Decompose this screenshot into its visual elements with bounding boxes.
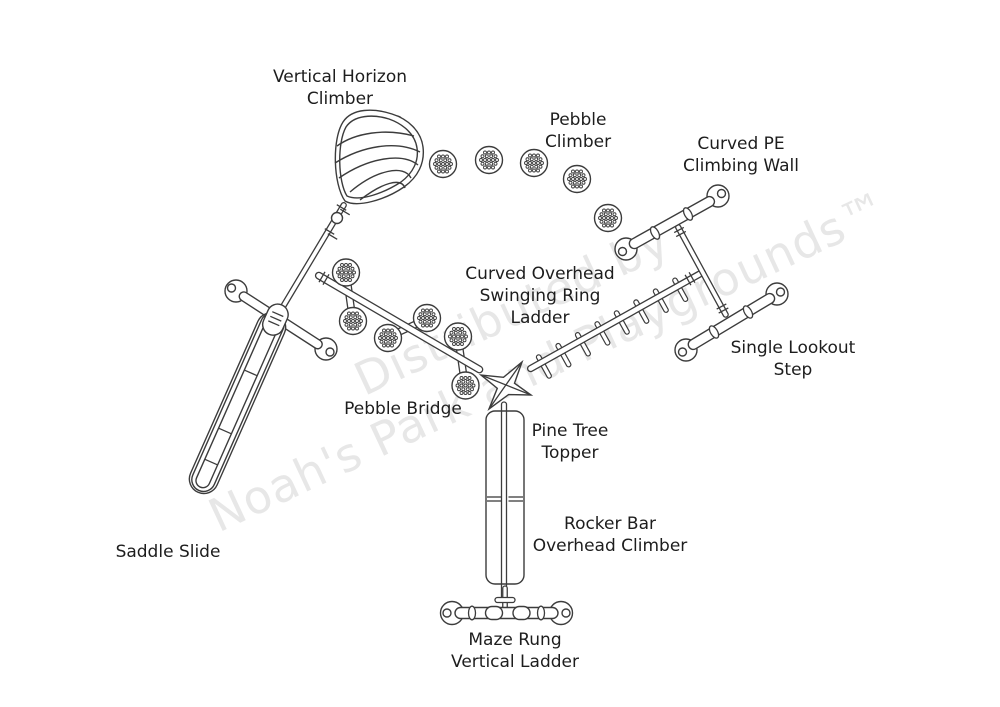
rocker-bar-climber-drawing: [485, 410, 525, 585]
label-pebble-bridge: Pebble Bridge: [344, 399, 462, 419]
label-rocker-bar-overhead-climber: Rocker Bar Overhead Climber: [532, 514, 688, 556]
pebble-climber-drawing: [428, 145, 623, 233]
single-lookout-step-drawing: [674, 282, 789, 362]
ring-ladder-drawing: [526, 268, 706, 379]
pe-climbing-wall-drawing: [614, 184, 730, 318]
label-vertical-horizon-climber: Vertical Horizon Climber: [272, 67, 408, 109]
label-pine-tree-topper: Pine Tree Topper: [531, 421, 609, 463]
pine-tree-topper-drawing: [478, 359, 534, 602]
label-pebble-climber: Pebble Climber: [544, 110, 612, 152]
label-single-lookout-step: Single Lookout Step: [730, 338, 856, 380]
label-curved-pe-climbing-wall: Curved PE Climbing Wall: [683, 134, 799, 176]
maze-rung-ladder-drawing: [439, 585, 574, 626]
pebble-bridge-drawing: [314, 258, 484, 400]
saddle-slide-drawing: [188, 279, 338, 495]
label-saddle-slide: Saddle Slide: [115, 542, 221, 562]
vertical-horizon-climber-drawing: [276, 109, 425, 316]
label-curved-overhead-swinging-ring-ladder: Curved Overhead Swinging Ring Ladder: [465, 264, 615, 328]
label-maze-rung-vertical-ladder: Maze Rung Vertical Ladder: [451, 630, 579, 672]
